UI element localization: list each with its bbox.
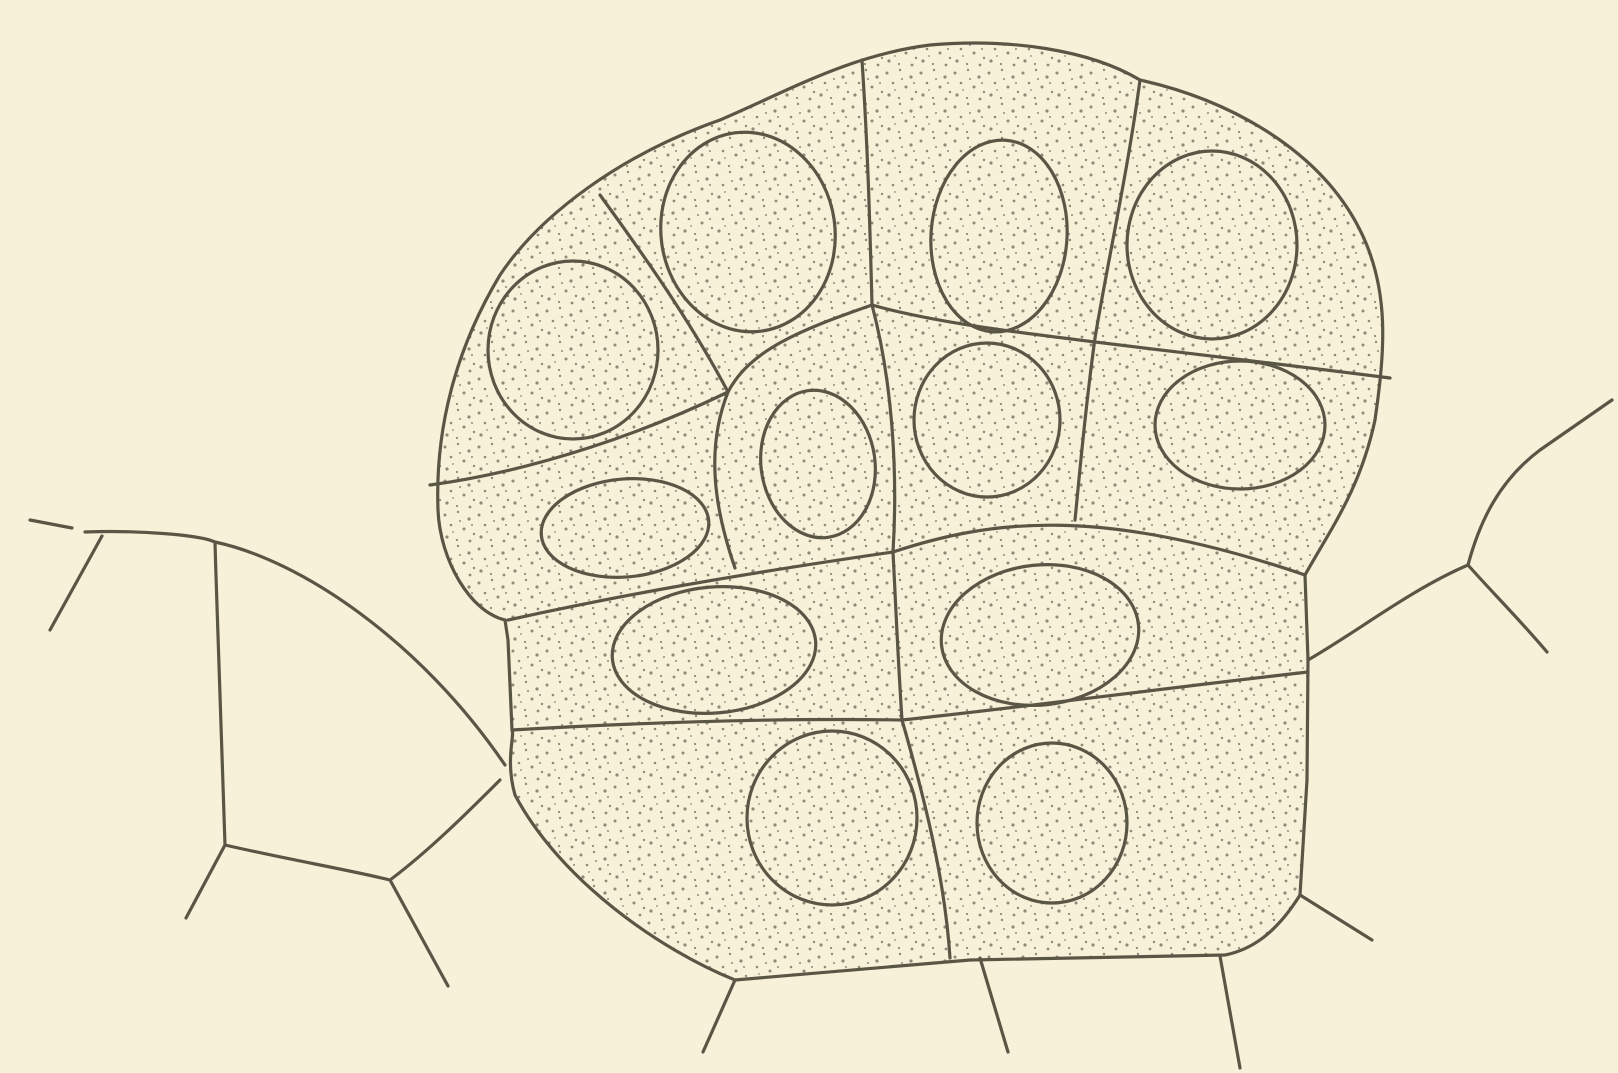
tissue-wall-left-branch xyxy=(186,845,225,918)
tissue-wall-bottom xyxy=(980,958,1008,1052)
tissue-wall-right-branch xyxy=(1468,565,1547,652)
tissue-wall-bottom xyxy=(703,980,735,1052)
tissue-wall-left-top xyxy=(30,520,72,528)
tissue-wall-bottom xyxy=(1220,956,1240,1068)
tissue-wall-left-top xyxy=(85,532,505,765)
tissue-wall-left-branch xyxy=(390,880,448,986)
tissue-wall-left-short xyxy=(50,536,102,630)
tissue-wall-left-vertical xyxy=(215,542,225,845)
cell-mass-fill xyxy=(438,43,1383,980)
tissue-wall-left-lower xyxy=(225,780,500,880)
tissue-wall-right-lower xyxy=(1300,895,1372,940)
